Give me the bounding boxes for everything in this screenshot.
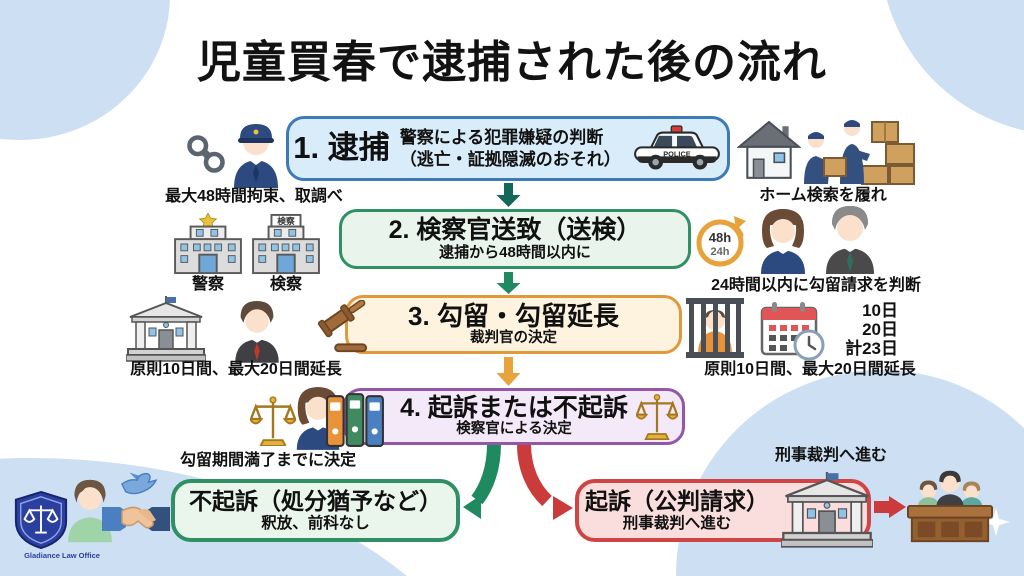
step2-title: 2. 検察官送致（送検） xyxy=(388,216,642,244)
calendar-clock-icon xyxy=(760,300,826,362)
businesswoman-icon xyxy=(754,206,812,274)
step4-subtitle: 検察官による決定 xyxy=(456,421,572,438)
police-building-label: 警察 xyxy=(191,276,224,293)
prosecution-title: 起訴（公判請求） xyxy=(585,488,769,515)
outcome-no-prosecution-box: 不起訴（処分猶予など） 釈放、前科なし xyxy=(171,479,460,542)
movers-icon xyxy=(800,114,918,186)
step1-desc-line1: 警察による犯罪嫌疑の判断 xyxy=(399,128,604,148)
step3-days-1: 10日 xyxy=(862,301,898,320)
step4-left-note: 勾留期間満了までに決定 xyxy=(179,452,356,469)
step1-right-note: ホーム検索を履れ xyxy=(759,187,887,204)
judge-icon xyxy=(228,298,286,364)
step3-box: 3. 勾留・勾留延長 裁判官の決定 xyxy=(345,295,682,354)
courthouse-icon xyxy=(781,472,873,548)
step1-left-note: 最大48時間拘束、取調べ xyxy=(165,188,343,205)
handcuffs-icon xyxy=(184,132,228,176)
step3-right-note: 原則10日間、最大20日間延長 xyxy=(704,361,916,378)
courtroom-icon xyxy=(906,464,994,544)
timer-48h-icon xyxy=(692,212,750,270)
police-building-icon xyxy=(171,213,245,275)
law-office-logo xyxy=(12,490,70,550)
step1-title: 1. 逮捕 xyxy=(293,130,390,166)
step3-days-2: 20日 xyxy=(862,320,898,339)
gavel-icon xyxy=(312,300,370,354)
step4-title: 4. 起訴または不起訴 xyxy=(400,393,628,422)
step3-title: 3. 勾留・勾留延長 xyxy=(408,301,619,332)
prosecutor-building-icon xyxy=(249,213,323,275)
step3-day-counts: 10日 20日 計23日 xyxy=(828,301,898,358)
step2-subtitle: 逮捕から48時間以内に xyxy=(439,243,591,261)
police-car-icon xyxy=(631,125,723,173)
law-office-logo-text: Gladiance Law Office xyxy=(24,551,100,560)
courthouse-icon xyxy=(126,296,206,362)
step2-right-note: 24時間以内に勾留請求を判断 xyxy=(711,277,921,294)
step3-left-note: 原則10日間、最大20日間延長 xyxy=(130,361,342,378)
no-prosecution-title: 不起訴（処分猶予など） xyxy=(189,488,442,515)
house-icon xyxy=(737,120,801,182)
step1-description: 警察による犯罪嫌疑の判断 （逃亡・証拠隠滅のおそれ） xyxy=(400,127,621,170)
businessman-icon xyxy=(818,204,882,274)
no-prosecution-subtitle: 釈放、前科なし xyxy=(261,514,370,532)
police-officer-icon xyxy=(226,112,286,188)
step3-subtitle: 裁判官の決定 xyxy=(470,329,557,346)
step4-box: 4. 起訴または不起訴 検察官による決定 xyxy=(343,388,685,445)
scales-icon xyxy=(636,393,678,440)
prosecution-subtitle: 刑事裁判へ進む xyxy=(622,514,732,532)
prosecution-top-note: 刑事裁判へ進む xyxy=(774,447,887,464)
step2-box: 2. 検察官送致（送検） 逮捕から48時間以内に xyxy=(339,209,691,269)
page-title: 児童買春で逮捕された後の流れ xyxy=(197,38,827,87)
prosecutor-building-label: 検察 xyxy=(269,276,302,293)
step3-days-total: 計23日 xyxy=(845,339,898,358)
binders-icon xyxy=(324,390,388,448)
dove-icon xyxy=(120,470,158,500)
handshake-icon xyxy=(100,497,172,541)
step1-box: 1. 逮捕 警察による犯罪嫌疑の判断 （逃亡・証拠隠滅のおそれ） xyxy=(286,116,730,181)
step1-desc-line2: （逃亡・証拠隠滅のおそれ） xyxy=(399,149,621,169)
jail-icon xyxy=(684,296,746,360)
